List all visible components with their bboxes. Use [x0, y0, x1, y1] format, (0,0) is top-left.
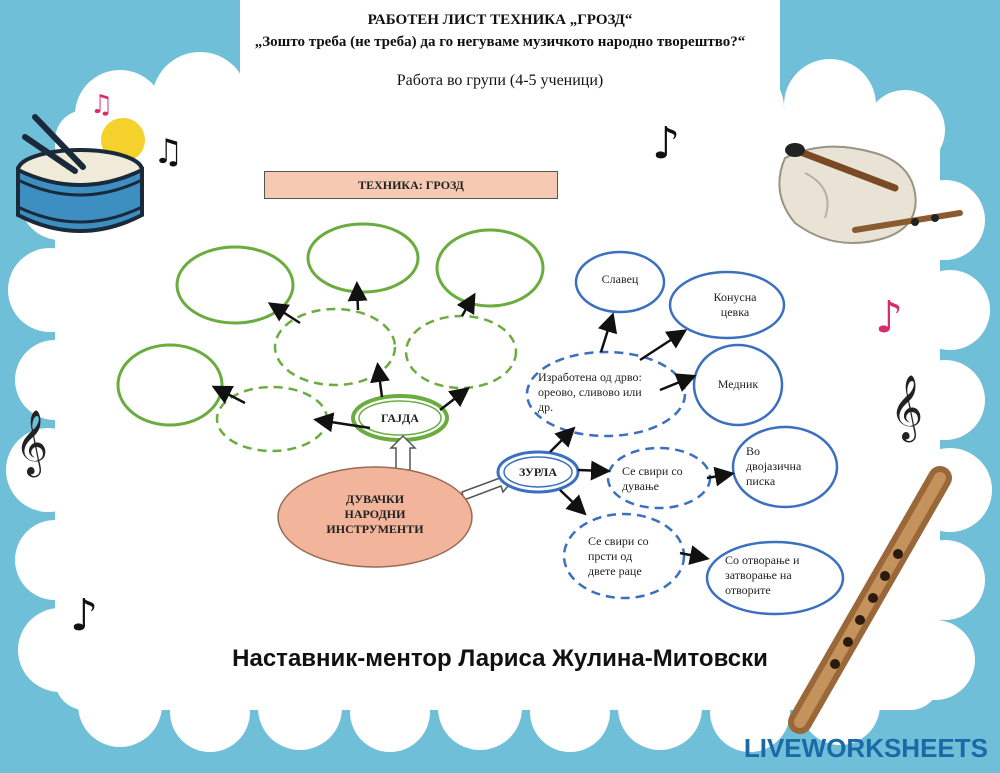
slavec-text: Славец	[585, 272, 655, 287]
dvojazicna-text: Во двојазична писка	[746, 444, 816, 489]
gajda-answer-ellipse	[437, 230, 543, 306]
zurla-label: ЗУРЛА	[503, 465, 573, 480]
gajda-dashed-ellipse	[406, 316, 516, 388]
gajda-answer-ellipse	[118, 345, 222, 425]
mentor-credit: Наставник-ментор Лариса Жулина-Митовски	[0, 645, 1000, 673]
zurla-material-text: Изработена од дрво: ореово, сливово или …	[538, 370, 658, 415]
zurla-blowing-text: Се свири со дување	[622, 464, 694, 494]
konusna-text: Конусна цевка	[705, 290, 765, 320]
zurla-fingers-text: Се свири со прсти од двете раце	[588, 534, 662, 579]
otvoranje-text: Со отворање и затворање на отворите	[725, 553, 825, 598]
gajda-answer-ellipse	[177, 247, 293, 323]
gajda-dashed-ellipse	[275, 309, 395, 385]
mednik-text: Медник	[703, 377, 773, 392]
center-label: ДУВАЧКИ НАРОДНИ ИНСТРУМЕНТИ	[320, 492, 430, 537]
gajda-answer-ellipse	[308, 224, 418, 292]
gajda-label: ГАЈДА	[360, 411, 440, 426]
liveworksheets-logo: LIVEWORKSHEETS	[744, 733, 988, 764]
